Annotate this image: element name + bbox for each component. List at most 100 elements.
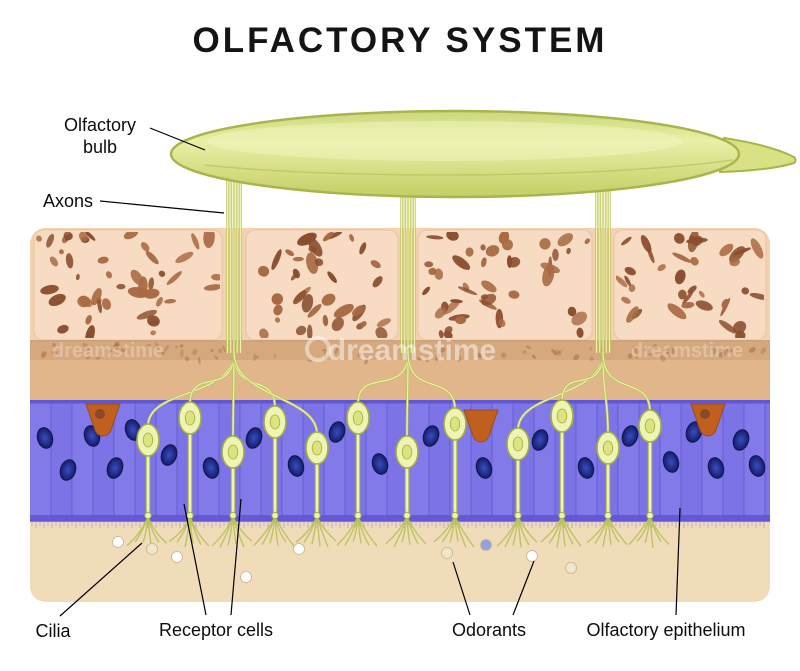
label-odorants: Odorants — [452, 620, 526, 640]
bone-pore — [307, 324, 313, 338]
odorants-layer — [112, 536, 577, 583]
odorant-dot — [441, 547, 453, 559]
bone-pore — [58, 249, 64, 255]
strip-speck — [113, 343, 119, 349]
label-receptor-cells: Receptor cells — [159, 620, 273, 640]
pointer-line-receptor-cells-1 — [183, 503, 207, 616]
bone-pore — [84, 232, 96, 241]
receptor-cell-nucleus — [644, 418, 656, 434]
cell-nucleus — [475, 457, 493, 479]
bone-pore — [376, 318, 391, 327]
receptor-cell-nucleus — [602, 440, 614, 456]
bone-pore — [271, 293, 284, 305]
strip-speck — [531, 354, 536, 360]
strip-speck — [712, 348, 718, 355]
epithelium-column — [408, 402, 429, 519]
dendritic-knob — [271, 511, 279, 520]
bone-pore — [97, 299, 103, 314]
bone-pore — [370, 260, 381, 269]
strip-speck — [643, 347, 648, 352]
bone-pore — [621, 236, 632, 246]
bone-pore — [274, 317, 281, 323]
strip-speck — [646, 353, 654, 356]
olfactory-bulb-fold-line — [204, 159, 734, 176]
bone-pore — [63, 232, 73, 241]
strip-speck — [435, 353, 441, 362]
bone-pore — [271, 249, 282, 270]
strip-speck — [51, 350, 58, 355]
strip-speck — [554, 349, 562, 356]
strip-speck — [179, 344, 184, 348]
bone-pore — [567, 306, 577, 317]
strip-speck — [573, 354, 580, 361]
cilium — [189, 516, 210, 547]
bone-pore — [322, 314, 329, 327]
olfactory-bulb-tail — [718, 136, 797, 174]
bone-pore — [749, 292, 764, 300]
epithelium-column — [618, 402, 639, 519]
bone-pore — [85, 325, 95, 338]
bone-block — [33, 229, 223, 341]
page-title: OLFACTORY SYSTEM — [193, 21, 608, 60]
strip-speck — [145, 343, 151, 349]
strip-speck — [40, 351, 47, 358]
strip-speck — [253, 353, 257, 362]
bone-pore — [557, 233, 574, 247]
bone-shadow-line — [30, 340, 770, 342]
bone-pore — [127, 286, 149, 298]
bone-pore — [624, 275, 632, 287]
bone-pore — [147, 315, 160, 327]
bone-pore — [306, 252, 319, 274]
strip-speck — [522, 350, 527, 354]
receptor-axon-core — [357, 351, 409, 405]
bone-pore — [480, 257, 487, 268]
strip-speck — [501, 352, 507, 358]
cell-nucleus — [662, 451, 680, 473]
bone-pore — [321, 293, 336, 306]
bone-pores — [257, 232, 391, 338]
bone-pore — [718, 320, 737, 334]
bone-pore — [626, 306, 639, 323]
bone-pore — [674, 233, 685, 244]
bone-pore — [434, 268, 444, 280]
watermark-text-left: dreamstime — [52, 340, 164, 362]
bone-pore — [624, 266, 636, 276]
strip-speck — [721, 349, 727, 356]
pointer-line-olfactory-epithelium — [675, 507, 681, 616]
tissue-layers — [30, 228, 770, 602]
receptor-cells-layer — [126, 351, 670, 548]
bone-pore — [360, 321, 367, 327]
dendritic-knob — [514, 511, 522, 520]
receptor-axon-core — [233, 351, 318, 435]
strip-speck — [726, 348, 733, 353]
bone-pore — [674, 269, 686, 285]
bone-pore — [571, 311, 588, 326]
odorant-dot — [171, 551, 183, 563]
bone-pore — [97, 256, 109, 264]
strip-speck — [364, 356, 369, 365]
bone-pore — [57, 324, 69, 334]
strip-speck — [439, 347, 446, 353]
strip-speck — [666, 350, 672, 358]
bone-pore — [85, 315, 92, 325]
bone-pore — [678, 289, 687, 300]
watermark-logo-icon — [305, 336, 331, 362]
bone-pore — [203, 284, 220, 291]
gland-cell — [85, 403, 121, 437]
cell-nucleus — [59, 459, 77, 481]
strip-speck — [86, 347, 91, 351]
bone-pore — [750, 238, 764, 259]
pointer-line-axons — [99, 200, 225, 214]
epithelium-column — [30, 402, 51, 519]
bone-pore — [691, 235, 703, 247]
dendritic-knob — [403, 511, 411, 520]
bone-pore — [48, 293, 66, 307]
bone-pore — [498, 319, 506, 327]
bone-pore — [452, 255, 471, 270]
strip-speck — [324, 349, 327, 358]
bone-pore — [426, 235, 444, 240]
odorant-dot — [565, 562, 577, 574]
receptor-axon-core — [189, 351, 235, 405]
olfactory-bulb-highlight — [207, 121, 683, 161]
receptor-cell-nucleus — [142, 432, 154, 448]
